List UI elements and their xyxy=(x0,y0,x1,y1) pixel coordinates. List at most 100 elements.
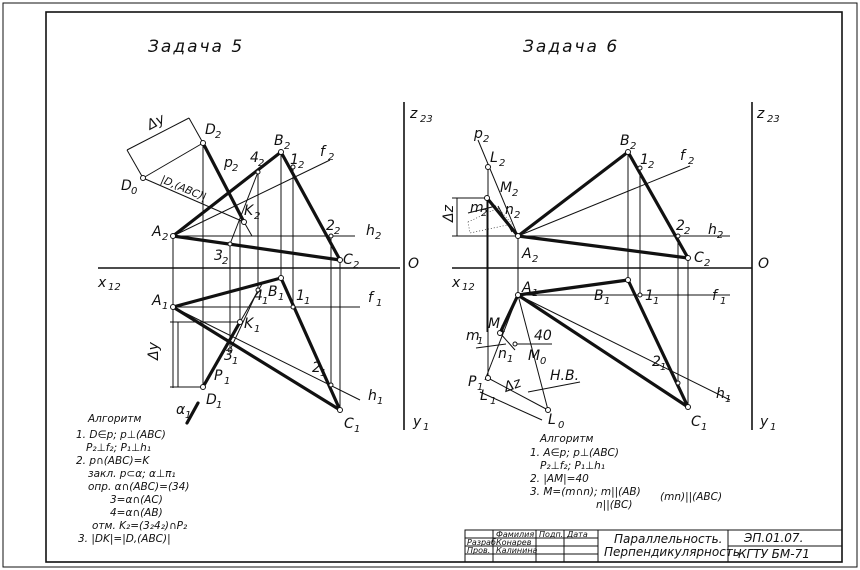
svg-text:D: D xyxy=(206,392,217,408)
svg-text:1: 1 xyxy=(376,298,382,309)
svg-text:Алгоритм: Алгоритм xyxy=(539,433,593,445)
t5-D1K1 xyxy=(201,320,242,389)
t5-D0D2 xyxy=(142,142,204,179)
svg-text:B: B xyxy=(268,284,278,300)
svg-text:2: 2 xyxy=(514,210,520,221)
svg-text:M: M xyxy=(528,348,540,364)
title-block: Фамилия Подп. Дата Разраб. Конарев Пров.… xyxy=(464,529,843,563)
svg-text:A: A xyxy=(151,224,162,240)
t5-D2K2 xyxy=(201,141,246,224)
svg-text:1: 1 xyxy=(304,296,310,307)
t6-f2 xyxy=(517,165,691,237)
svg-text:D: D xyxy=(121,178,132,194)
tb-role-checker: Пров. xyxy=(467,546,490,555)
svg-text:f: f xyxy=(320,144,327,160)
tb-code: ЭП.01.07. xyxy=(743,531,803,545)
svg-text:2: 2 xyxy=(648,160,654,171)
svg-text:12: 12 xyxy=(462,282,475,293)
svg-text:1: 1 xyxy=(262,296,268,307)
tb-title-line1: Параллельность. xyxy=(614,532,722,546)
svg-text:2: 2 xyxy=(652,354,661,370)
t5-34-frontal xyxy=(229,171,259,245)
svg-text:2: 2 xyxy=(298,160,304,171)
t6-n2 xyxy=(497,205,513,233)
svg-text:2: 2 xyxy=(512,188,518,199)
svg-text:1: 1 xyxy=(232,356,238,367)
t6-h1 xyxy=(517,294,731,401)
svg-text:K: K xyxy=(244,316,255,332)
t6-m2-hatch xyxy=(467,207,513,234)
t5-dy-dim xyxy=(126,117,190,151)
svg-text:p: p xyxy=(223,155,233,171)
t6-AM2 xyxy=(485,196,520,238)
svg-text:1: 1 xyxy=(354,424,360,435)
svg-text:z: z xyxy=(756,106,765,122)
svg-text:(mn)||(ABC): (mn)||(ABC) xyxy=(660,491,722,503)
svg-text:0: 0 xyxy=(540,356,546,367)
t5-label-origin: O xyxy=(408,256,419,272)
t6-B1C1 xyxy=(626,278,690,409)
svg-text:n: n xyxy=(505,202,514,218)
svg-text:C: C xyxy=(691,414,701,430)
svg-text:1: 1 xyxy=(720,296,726,307)
svg-text:2: 2 xyxy=(676,218,685,234)
svg-text:C: C xyxy=(343,252,353,268)
t5-label-dy-low: Δy xyxy=(146,341,162,361)
svg-text:12: 12 xyxy=(108,282,121,293)
svg-text:1: 1 xyxy=(532,288,538,299)
svg-text:B: B xyxy=(620,133,630,149)
t5-A2B2 xyxy=(171,150,283,238)
t6-M0-line xyxy=(517,294,549,411)
tb-hdr-sign: Подп. xyxy=(539,530,563,539)
svg-text:h: h xyxy=(708,222,717,238)
svg-text:h: h xyxy=(368,388,377,404)
svg-text:1: 1 xyxy=(162,301,168,312)
svg-text:3=α∩(AC): 3=α∩(AC) xyxy=(110,494,163,506)
svg-text:1: 1 xyxy=(296,288,305,304)
svg-text:1: 1 xyxy=(185,410,191,421)
svg-text:1: 1 xyxy=(254,324,260,335)
svg-text:2: 2 xyxy=(353,260,359,271)
svg-text:m: m xyxy=(470,200,484,216)
svg-text:0: 0 xyxy=(131,186,137,197)
svg-text:1: 1 xyxy=(278,292,284,303)
t5-label-dist: |D,(ABC)| xyxy=(159,174,208,204)
t5-points xyxy=(140,140,343,413)
svg-text:P₂⊥f₂; P₁⊥h₁: P₂⊥f₂; P₁⊥h₁ xyxy=(540,460,605,472)
t6-dz-low-dim xyxy=(479,391,543,421)
svg-text:n: n xyxy=(498,346,507,362)
svg-text:P₂⊥f₂; P₁⊥h₁: P₂⊥f₂; P₁⊥h₁ xyxy=(86,442,151,454)
t5-A1C1 xyxy=(171,305,342,412)
svg-text:2: 2 xyxy=(688,156,694,167)
t6-A2C2 xyxy=(516,234,690,260)
svg-text:2: 2 xyxy=(532,254,538,265)
tb-hdr-family: Фамилия xyxy=(496,530,534,539)
svg-text:1: 1 xyxy=(701,422,707,433)
svg-text:закл. p⊂α; α⊥π₁: закл. p⊂α; α⊥π₁ xyxy=(88,468,176,480)
svg-text:f: f xyxy=(368,290,375,306)
t5-A1B1 xyxy=(171,276,283,309)
svg-text:p: p xyxy=(473,126,483,142)
svg-text:B: B xyxy=(594,288,604,304)
